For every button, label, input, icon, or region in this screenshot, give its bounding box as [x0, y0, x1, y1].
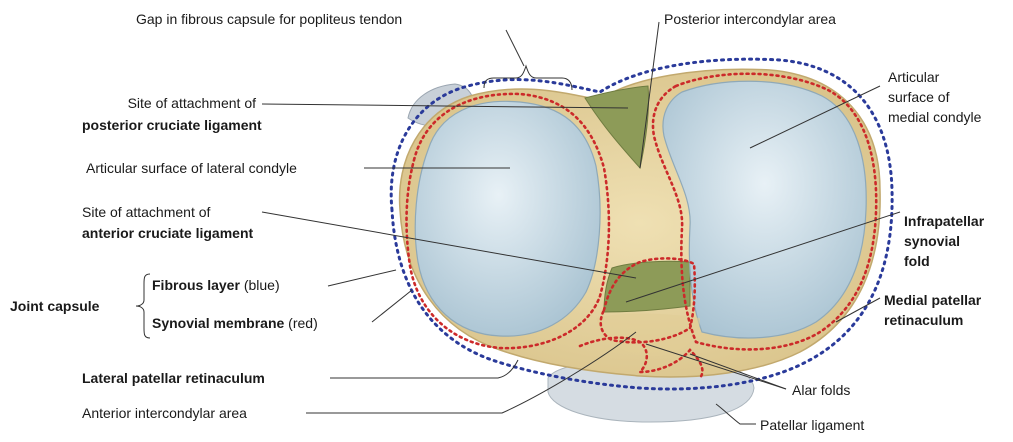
- label-lateral-condyle: Articular surface of lateral condyle: [86, 159, 297, 177]
- label-synovial-membrane: Synovial membrane (red): [152, 314, 318, 332]
- medial-articular-surface: [663, 81, 866, 338]
- label-infrapatellar-1: Infrapatellar: [904, 212, 984, 230]
- synovial-membrane-note: (red): [288, 315, 318, 331]
- label-lateral-patellar-retinaculum: Lateral patellar retinaculum: [82, 369, 265, 387]
- label-joint-capsule: Joint capsule: [10, 297, 99, 315]
- fibrous-layer-text: Fibrous layer: [152, 277, 240, 293]
- label-acl-line1: Site of attachment of: [82, 203, 210, 221]
- label-pcl-line2: posterior cruciate ligament: [40, 116, 364, 134]
- label-medial-condyle-2: surface of: [888, 88, 949, 106]
- label-medial-patellar-1: Medial patellar: [884, 291, 981, 309]
- label-posterior-intercondylar-area: Posterior intercondylar area: [664, 10, 836, 28]
- label-medial-condyle-3: medial condyle: [888, 108, 981, 126]
- label-anterior-intercondylar-area: Anterior intercondylar area: [82, 404, 247, 422]
- label-medial-condyle-1: Articular: [888, 68, 939, 86]
- label-patellar-ligament: Patellar ligament: [760, 416, 864, 434]
- label-fibrous-layer: Fibrous layer (blue): [152, 276, 280, 294]
- label-alar-folds: Alar folds: [792, 381, 850, 399]
- label-popliteus-gap: Gap in fibrous capsule for popliteus ten…: [136, 10, 402, 28]
- label-acl-line2: anterior cruciate ligament: [82, 224, 253, 242]
- label-medial-patellar-2: retinaculum: [884, 311, 963, 329]
- label-infrapatellar-3: fold: [904, 252, 930, 270]
- acl-attachment-area: [604, 261, 690, 312]
- label-pcl-line1: Site of attachment of: [60, 94, 256, 112]
- synovial-membrane-text: Synovial membrane: [152, 315, 284, 331]
- fibrous-layer-note: (blue): [244, 277, 280, 293]
- lateral-articular-surface: [415, 101, 600, 336]
- label-infrapatellar-2: synovial: [904, 232, 960, 250]
